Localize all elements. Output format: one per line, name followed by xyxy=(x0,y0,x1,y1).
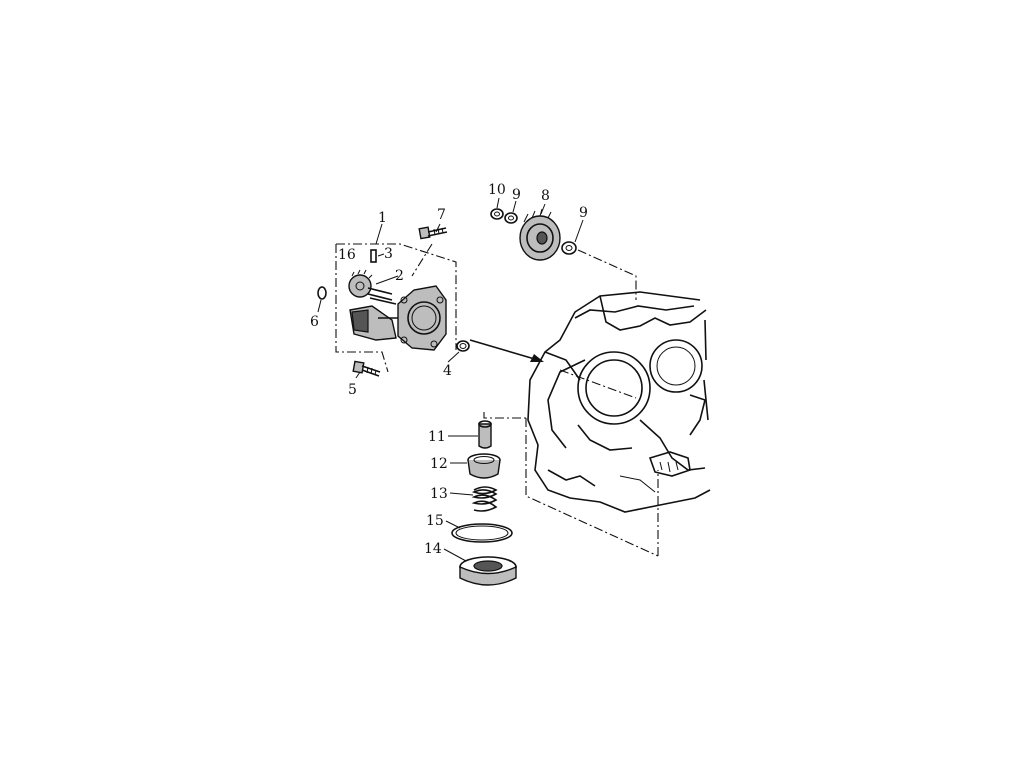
washer-10 xyxy=(490,208,504,220)
bolt-7 xyxy=(418,226,448,240)
oil-pump-body xyxy=(349,285,447,351)
spring-13 xyxy=(471,486,498,512)
label-part-7: 7 xyxy=(437,207,446,223)
o-ring-15 xyxy=(451,523,513,543)
label-part-6: 6 xyxy=(310,314,319,330)
pin-3 xyxy=(370,249,377,263)
leader-lines xyxy=(317,197,584,562)
assembly-guide-lines xyxy=(335,243,659,557)
crankcase xyxy=(527,291,711,513)
cap-12 xyxy=(467,453,501,479)
o-ring-6 xyxy=(317,286,327,300)
label-part-5: 5 xyxy=(348,382,357,398)
washer-9-upper xyxy=(504,212,518,224)
label-part-9-lower: 9 xyxy=(579,205,588,221)
label-part-13: 13 xyxy=(430,486,448,502)
label-part-14: 14 xyxy=(424,541,442,557)
label-part-12: 12 xyxy=(430,456,448,472)
washer-9-lower xyxy=(561,241,577,255)
label-part-2: 2 xyxy=(395,268,404,284)
label-part-9-upper: 9 xyxy=(512,187,521,203)
bolt-5 xyxy=(352,360,381,377)
plug-14 xyxy=(459,556,517,586)
pump-drive-gear-16 xyxy=(348,269,393,301)
label-part-11: 11 xyxy=(428,429,446,445)
gear-8 xyxy=(519,208,561,261)
label-part-8: 8 xyxy=(541,188,550,204)
label-part-10: 10 xyxy=(488,182,506,198)
label-part-1: 1 xyxy=(378,210,387,226)
label-part-16: 16 xyxy=(338,247,356,263)
part-labels: 1 16 3 2 6 4 5 7 10 9 8 9 11 12 13 15 14 xyxy=(310,182,588,557)
label-part-15: 15 xyxy=(426,513,444,529)
label-part-4: 4 xyxy=(443,363,452,379)
plunger-11 xyxy=(478,420,492,449)
label-part-3: 3 xyxy=(384,246,393,262)
pump-to-crankcase-arrow xyxy=(469,339,544,362)
o-ring-4 xyxy=(456,340,470,352)
